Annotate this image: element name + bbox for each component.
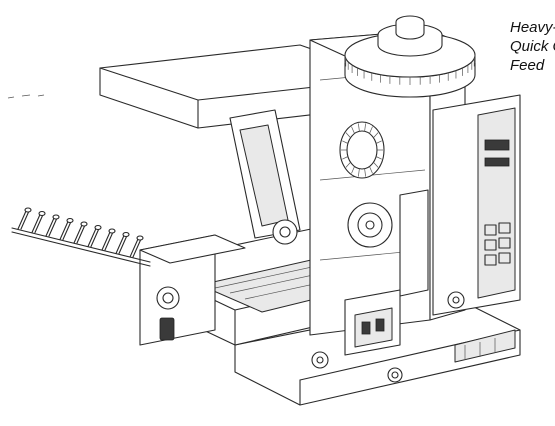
caption-line-1: Heavy-Duty [510, 19, 555, 36]
terminal-pin [129, 235, 144, 258]
terminal-pin [115, 231, 130, 255]
adjustment-dial [344, 15, 476, 98]
terminal-strip [11, 207, 151, 267]
feed-housing [139, 234, 246, 346]
terminal-pin [45, 214, 60, 237]
side-dial [339, 121, 385, 179]
control-panel [432, 94, 521, 316]
terminal-pin [87, 224, 102, 248]
caption-line-2: Quick Change [510, 38, 555, 55]
terminal-pin [59, 217, 74, 241]
terminal-pin [17, 207, 32, 230]
product-caption: Heavy-Duty Quick Change Feed [510, 18, 555, 75]
terminal-pin [101, 228, 116, 251]
caption-line-3: Feed [510, 57, 545, 74]
terminal-pin [73, 221, 88, 244]
crimp-tooling [311, 289, 403, 383]
sketch-marks [7, 94, 45, 99]
terminal-pin [31, 210, 46, 234]
